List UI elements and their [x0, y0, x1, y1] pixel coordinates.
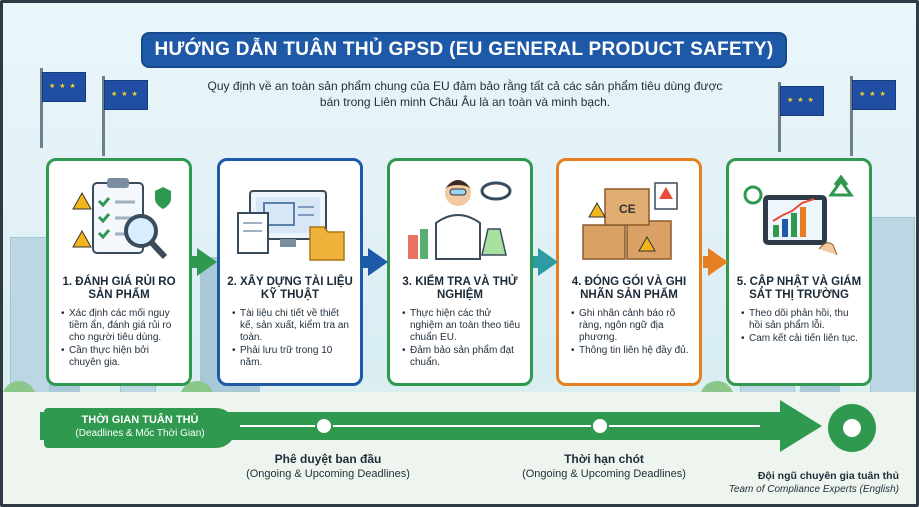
eu-flag-icon — [852, 80, 896, 110]
technical-documents-icon — [220, 161, 360, 276]
flow-arrow-icon — [368, 248, 388, 276]
step-title: 5. CẬP NHẬT VÀ GIÁM SÁT THỊ TRƯỜNG — [736, 276, 862, 301]
step-bullet: Ghi nhãn cảnh báo rõ ràng, ngôn ngữ địa … — [571, 308, 691, 344]
step-bullet-list: Tài liệu chi tiết về thiết kế, sản xuất,… — [232, 308, 352, 369]
page-title: HƯỚNG DẪN TUÂN THỦ GPSD (EU GENERAL PROD… — [154, 39, 774, 60]
step-card-market-monitoring: 5. CẬP NHẬT VÀ GIÁM SÁT THỊ TRƯỜNG Theo … — [726, 158, 872, 386]
step-title: 3. KIỂM TRA VÀ THỬ NGHIỆM — [402, 276, 518, 301]
step-bullet: Phải lưu trữ trong 10 năm. — [232, 345, 352, 369]
step-card-testing: 3. KIỂM TRA VÀ THỬ NGHIỆM Thực hiện các … — [387, 158, 533, 386]
timeline-label: THỜI GIAN TUÂN THỦ (Deadlines & Mốc Thời… — [44, 408, 236, 448]
credit-team-en: Team of Compliance Experts (English) — [728, 484, 899, 495]
eu-flag-icon — [780, 86, 824, 116]
step-title: 2. XÂY DỰNG TÀI LIỆU KỸ THUẬT — [227, 276, 353, 301]
milestone-title: Phê duyệt ban đầu — [274, 452, 382, 466]
flag-pole — [778, 82, 781, 152]
risk-clipboard-magnifier-icon — [49, 161, 189, 276]
credit-block: Đội ngũ chuyên gia tuân thủ Team of Comp… — [729, 470, 899, 496]
milestone-sub: (Ongoing & Upcoming Deadlines) — [522, 468, 686, 480]
milestone-initial-approval: Phê duyệt ban đầu (Ongoing & Upcoming De… — [228, 452, 428, 482]
lab-scientist-icon — [390, 161, 530, 276]
flow-arrow-icon — [197, 248, 217, 276]
timeline-label-sub: (Deadlines & Mốc Thời Gian) — [75, 428, 205, 439]
flag-pole — [102, 76, 105, 156]
flag-pole — [850, 76, 853, 156]
eu-flag-icon — [42, 72, 86, 102]
timeline-label-title: THỜI GIAN TUÂN THỦ — [81, 414, 199, 426]
step-bullet: Cần thực hiện bởi chuyên gia. — [61, 345, 181, 369]
step-bullet: Cam kết cải tiến liên tục. — [741, 333, 861, 345]
step-bullet-list: Theo dõi phản hồi, thu hồi sản phẩm lỗi.… — [741, 308, 861, 345]
milestone-sub: (Ongoing & Upcoming Deadlines) — [246, 468, 410, 480]
title-banner: HƯỚNG DẪN TUÂN THỦ GPSD (EU GENERAL PROD… — [141, 32, 787, 68]
eu-flag-icon — [104, 80, 148, 110]
step-bullet: Đảm bảo sản phẩm đạt chuẩn. — [402, 345, 522, 369]
milestone-title: Thời hạn chót — [564, 452, 644, 466]
step-bullet: Theo dõi phản hồi, thu hồi sản phẩm lỗi. — [741, 308, 861, 332]
flow-arrow-icon — [708, 248, 728, 276]
flow-arrow-icon — [538, 248, 558, 276]
tablet-chart-recycle-icon — [729, 161, 869, 276]
credit-team-vi: Đội ngũ chuyên gia tuân thủ — [757, 470, 899, 482]
milestone-deadline: Thời hạn chót (Ongoing & Upcoming Deadli… — [504, 452, 704, 482]
background-building — [870, 217, 915, 417]
svg-text:CE: CE — [619, 202, 636, 216]
step-card-packaging: CE 4. ĐÓNG GÓI VÀ GHI NHÃN SẢN PHẨM Ghi … — [556, 158, 702, 386]
step-bullet-list: Xác định các mối nguy tiềm ẩn, đánh giá … — [61, 308, 181, 369]
step-card-risk-assessment: 1. ĐÁNH GIÁ RỦI RO SẢN PHẨM Xác định các… — [46, 158, 192, 386]
step-card-technical-docs: 2. XÂY DỰNG TÀI LIỆU KỸ THUẬT Tài liệu c… — [217, 158, 363, 386]
step-bullet: Tài liệu chi tiết về thiết kế, sản xuất,… — [232, 308, 352, 344]
packaging-boxes-icon: CE — [559, 161, 699, 276]
step-bullet: Xác định các mối nguy tiềm ẩn, đánh giá … — [61, 308, 181, 344]
step-bullet: Thực hiện các thử nghiệm an toàn theo ti… — [402, 308, 522, 344]
step-title: 1. ĐÁNH GIÁ RỦI RO SẢN PHẨM — [62, 276, 176, 301]
step-bullet-list: Ghi nhãn cảnh báo rõ ràng, ngôn ngữ địa … — [571, 308, 691, 357]
step-title: 4. ĐÓNG GÓI VÀ GHI NHÃN SẢN PHẨM — [571, 276, 687, 301]
flag-pole — [40, 68, 43, 148]
step-bullet-list: Thực hiện các thử nghiệm an toàn theo ti… — [402, 308, 522, 369]
step-bullet: Thông tin liên hệ đầy đủ. — [571, 345, 691, 357]
page-subtitle: Quy định về an toàn sản phẩm chung của E… — [207, 79, 723, 109]
gear-icon — [828, 404, 876, 452]
